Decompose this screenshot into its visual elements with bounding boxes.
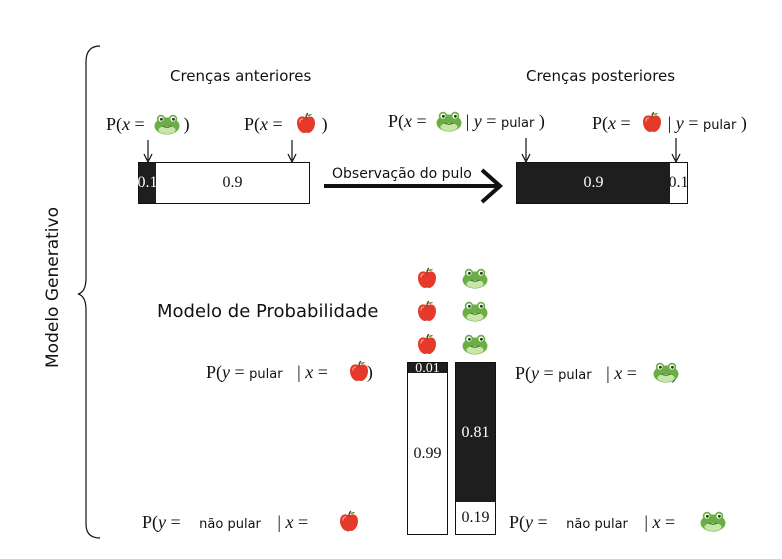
apple-nojump-value: 0.99 bbox=[413, 444, 442, 462]
nojump-given-frog-formula: P(y = não pular | x = ) bbox=[509, 512, 720, 532]
prior-title: Crenças anteriores bbox=[170, 67, 312, 85]
posterior-frog-value: 0.9 bbox=[583, 174, 604, 191]
apple-nojump-segment: 0.99 bbox=[408, 373, 447, 534]
apple-icon bbox=[640, 110, 664, 134]
posterior-apple-value: 0.1 bbox=[668, 174, 689, 191]
apple-icon bbox=[337, 509, 361, 533]
side-label: Modelo Generativo bbox=[43, 207, 63, 368]
apple-likelihood-bar: 0.01 0.99 bbox=[407, 362, 448, 535]
posterior-title: Crenças posteriores bbox=[526, 67, 676, 85]
frog-icon bbox=[461, 266, 489, 290]
jump-given-frog-formula: P(y = pular | x = ) bbox=[515, 363, 677, 383]
prior-bar: 0.1 0.9 bbox=[138, 162, 310, 204]
frog-icon bbox=[461, 332, 489, 356]
posterior-apple-formula: P(x = | y = pular ) bbox=[592, 113, 747, 133]
frog-icon bbox=[461, 299, 489, 323]
prior-apple-formula: P(x = ) bbox=[244, 114, 328, 134]
apple-jump-value: 0.01 bbox=[412, 362, 443, 376]
likelihood-title: Modelo de Probabilidade bbox=[157, 301, 379, 322]
prior-frog-value: 0.1 bbox=[137, 174, 158, 191]
frog-icon bbox=[152, 112, 182, 136]
posterior-frog-formula: P(x = | y = pular ) bbox=[388, 111, 545, 131]
apple-icon bbox=[415, 266, 439, 290]
frog-icon bbox=[698, 509, 728, 533]
apple-jump-segment: 0.01 bbox=[408, 362, 447, 376]
apple-icon bbox=[415, 332, 439, 356]
prior-apple-value: 0.9 bbox=[222, 174, 243, 191]
frog-icon bbox=[651, 360, 681, 384]
generative-model-brace bbox=[77, 45, 101, 539]
jump-given-apple-formula: P(y = pular | x = ) bbox=[206, 362, 373, 382]
prior-frog-segment: 0.1 bbox=[137, 163, 158, 203]
frog-nojump-segment: 0.19 bbox=[456, 502, 495, 534]
prior-apple-segment: 0.9 bbox=[156, 163, 309, 203]
prior-frog-formula: P(x = ) bbox=[106, 114, 190, 134]
nojump-given-apple-formula: P(y = não pular | x = ) bbox=[142, 512, 353, 532]
frog-likelihood-bar: 0.81 0.19 bbox=[455, 362, 496, 535]
frog-icon bbox=[434, 109, 464, 133]
observation-label: Observação do pulo bbox=[332, 166, 472, 182]
apple-icon bbox=[415, 299, 439, 323]
observation-arrow bbox=[324, 168, 504, 204]
frog-nojump-value: 0.19 bbox=[461, 509, 490, 526]
frog-jump-segment: 0.81 bbox=[456, 363, 495, 502]
posterior-bar: 0.9 0.1 bbox=[516, 162, 689, 204]
posterior-apple-segment: 0.1 bbox=[668, 163, 689, 203]
frog-jump-value: 0.81 bbox=[461, 423, 490, 441]
apple-icon bbox=[347, 359, 371, 383]
apple-icon bbox=[294, 111, 318, 135]
posterior-frog-segment: 0.9 bbox=[517, 163, 670, 203]
